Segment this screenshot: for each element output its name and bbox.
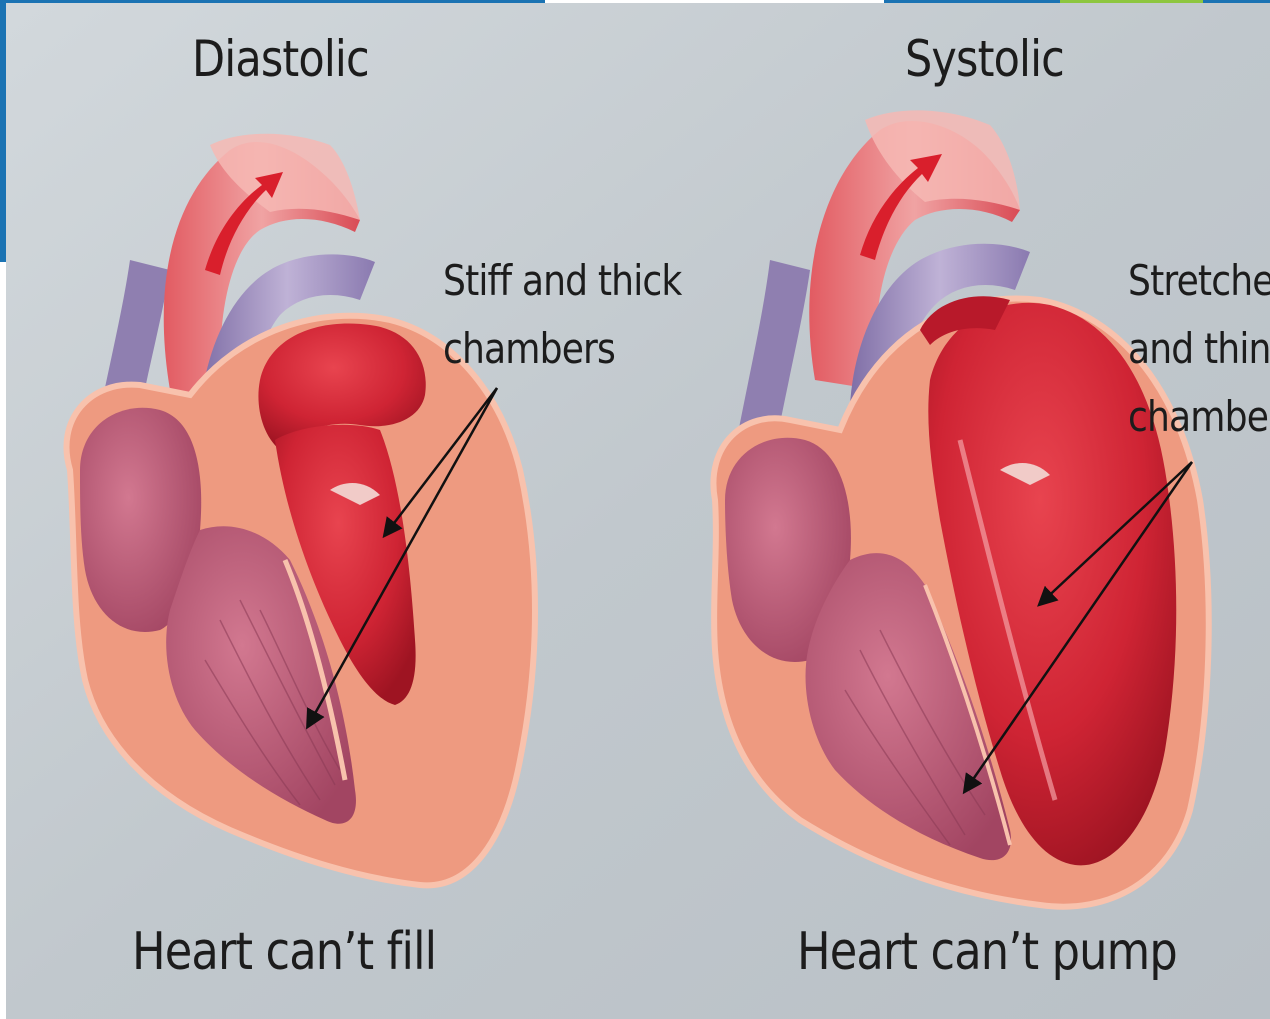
systolic-annotation-line-1: Stretched <box>1128 247 1270 315</box>
systolic-caption: Heart can’t pump <box>797 922 1177 982</box>
systolic-annotation-line-3: chambers <box>1128 383 1270 451</box>
diastolic-caption: Heart can’t fill <box>132 922 436 982</box>
diastolic-annotation-line-2: chambers <box>443 315 615 383</box>
diastolic-annotation-line-1: Stiff and thick <box>443 247 681 315</box>
systolic-annotation: Stretched and thin chambers <box>1128 247 1270 457</box>
systolic-annotation-line-2: and thin <box>1128 315 1270 383</box>
diastolic-title: Diastolic <box>192 30 369 88</box>
systolic-title: Systolic <box>905 30 1064 88</box>
